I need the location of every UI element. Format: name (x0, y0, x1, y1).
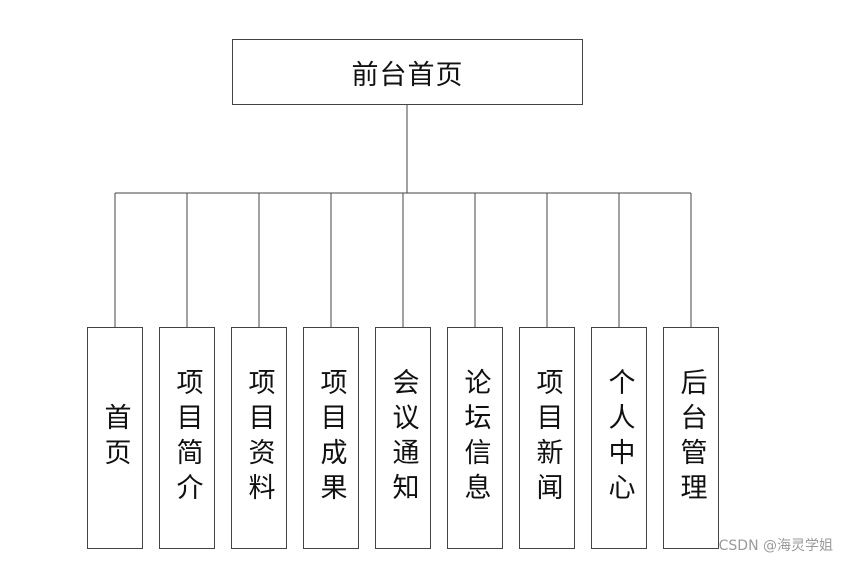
child-node-label: 后台管理 (675, 368, 707, 508)
child-node-project-intro: 项目简介 (159, 327, 215, 549)
child-node-forum-info: 论坛信息 (447, 327, 503, 549)
child-node-label: 项目成果 (315, 368, 347, 508)
watermark-text: CSDN @海灵学姐 (718, 538, 833, 554)
child-node-label: 项目新闻 (531, 368, 563, 508)
child-node-project-materials: 项目资料 (231, 327, 287, 549)
child-node-project-news: 项目新闻 (519, 327, 575, 549)
child-node-project-results: 项目成果 (303, 327, 359, 549)
child-node-label: 首页 (99, 403, 131, 473)
child-node-label: 项目资料 (243, 368, 275, 508)
child-node-label: 个人中心 (603, 368, 635, 508)
child-node-label: 论坛信息 (459, 368, 491, 508)
child-node-label: 会议通知 (387, 368, 419, 508)
child-node-meeting-notice: 会议通知 (375, 327, 431, 549)
child-node-personal-center: 个人中心 (591, 327, 647, 549)
child-node-home: 首页 (87, 327, 143, 549)
child-node-label: 项目简介 (171, 368, 203, 508)
root-node: 前台首页 (232, 39, 583, 105)
root-node-label: 前台首页 (351, 59, 464, 91)
child-node-admin: 后台管理 (663, 327, 719, 549)
